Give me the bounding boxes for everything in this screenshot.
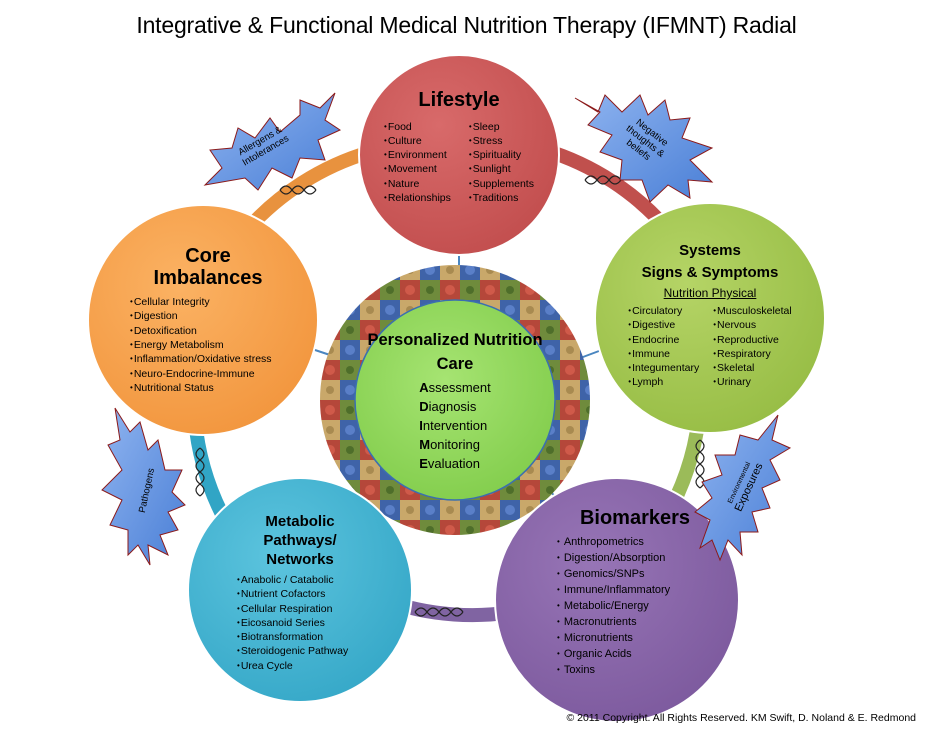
systems-section: Systems Signs & Symptoms Nutrition Physi… [610, 240, 810, 390]
list-item: Digestion/Absorption [557, 550, 725, 566]
systems-title-line1: Systems [679, 242, 741, 259]
list-item: Integumentary [628, 361, 699, 375]
list-item: Nervous [713, 318, 792, 332]
step-intervention: Intervention [419, 418, 488, 433]
lifestyle-list-col2: Sleep Stress Spirituality Sunlight Suppl… [469, 120, 534, 206]
list-item: Culture [384, 134, 451, 148]
list-item: Respiratory [713, 347, 792, 361]
metabolic-section: Metabolic Pathways/ Networks Anabolic / … [215, 512, 385, 673]
list-item: Environment [384, 148, 451, 162]
copyright-notice: © 2011 Copyright. All Rights Reserved. K… [566, 712, 916, 724]
list-item: Organic Acids [557, 646, 725, 662]
list-item: Circulatory [628, 304, 699, 318]
center-section: Personalized Nutrition Care Assessment D… [365, 328, 545, 473]
list-item: Anabolic / Catabolic [237, 573, 385, 587]
list-item: Traditions [469, 191, 534, 205]
list-item: Steroidogenic Pathway [237, 644, 385, 658]
list-item: Detoxification [130, 324, 308, 338]
list-item: Immune/Inflammatory [557, 582, 725, 598]
step-monitoring: Monitoring [419, 437, 480, 452]
metabolic-title-line2: Pathways/ [263, 532, 337, 549]
dna-icon [279, 185, 317, 195]
list-item: Urinary [713, 375, 792, 389]
list-item: Biotransformation [237, 630, 385, 644]
list-item: Reproductive [713, 333, 792, 347]
dna-icon [695, 439, 705, 489]
list-item: Metabolic/Energy [557, 598, 725, 614]
systems-title-line2: Signs & Symptoms [641, 264, 779, 281]
step-evaluation: Evaluation [419, 456, 480, 471]
systems-list-col1: Circulatory Digestive Endocrine Immune I… [628, 304, 699, 390]
list-item: Macronutrients [557, 614, 725, 630]
list-item: Food [384, 120, 451, 134]
dna-icon [414, 607, 464, 617]
burst-negative [574, 94, 714, 203]
list-item: Nutrient Cofactors [237, 587, 385, 601]
dna-icon [195, 447, 205, 497]
step-diagnosis: Diagnosis [419, 399, 477, 414]
list-item: Eicosanoid Series [237, 616, 385, 630]
list-item: Relationships [384, 191, 451, 205]
starbursts [101, 92, 792, 566]
burst-pathogens [101, 407, 186, 566]
list-item: Toxins [557, 662, 725, 678]
dna-glyphs [195, 175, 705, 617]
list-item: Genomics/SNPs [557, 566, 725, 582]
list-item: Sleep [469, 120, 534, 134]
biomarkers-section: Biomarkers Anthropometrics Digestion/Abs… [545, 507, 725, 678]
list-item: Movement [384, 162, 451, 176]
list-item: Skeletal [713, 361, 792, 375]
list-item: Urea Cycle [237, 659, 385, 673]
center-circle [354, 299, 556, 501]
list-item: Digestive [628, 318, 699, 332]
metabolic-title-line1: Metabolic [265, 513, 335, 530]
list-item: Immune [628, 347, 699, 361]
dna-icon [584, 175, 622, 185]
list-item: Inflammation/Oxidative stress [130, 352, 308, 366]
list-item: Cellular Integrity [130, 295, 308, 309]
list-item: Stress [469, 134, 534, 148]
center-title: Personalized Nutrition Care [367, 331, 543, 373]
lifestyle-section: Lifestyle Food Culture Environment Movem… [359, 89, 559, 206]
list-item: Musculoskeletal [713, 304, 792, 318]
core-title-line1: Core [185, 245, 231, 267]
burst-allergens [203, 92, 342, 191]
center-steps: Assessment Diagnosis Intervention Monito… [419, 378, 491, 473]
lifestyle-list-col1: Food Culture Environment Movement Nature… [384, 120, 451, 206]
list-item: Anthropometrics [557, 534, 725, 550]
systems-subtitle: Nutrition Physical [663, 286, 757, 300]
systems-list-col2: Musculoskeletal Nervous Reproductive Res… [713, 304, 792, 390]
list-item: Spirituality [469, 148, 534, 162]
list-item: Nature [384, 177, 451, 191]
list-item: Endocrine [628, 333, 699, 347]
step-assessment: Assessment [419, 380, 491, 395]
list-item: Cellular Respiration [237, 602, 385, 616]
list-item: Energy Metabolism [130, 338, 308, 352]
list-item: Digestion [130, 309, 308, 323]
biomarkers-list: Anthropometrics Digestion/Absorption Gen… [557, 534, 725, 678]
core-title-line2: Imbalances [153, 266, 263, 289]
list-item: Micronutrients [557, 630, 725, 646]
core-list: Cellular Integrity Digestion Detoxificat… [130, 295, 308, 395]
biomarkers-title: Biomarkers [579, 507, 691, 529]
lifestyle-title: Lifestyle [418, 89, 500, 111]
core-imbalances-section: Core Imbalances Cellular Integrity Diges… [108, 245, 308, 395]
list-item: Nutritional Status [130, 381, 308, 395]
list-item: Lymph [628, 375, 699, 389]
list-item: Supplements [469, 177, 534, 191]
list-item: Neuro-Endocrine-Immune [130, 367, 308, 381]
metabolic-title-line3: Networks [266, 551, 334, 568]
list-item: Sunlight [469, 162, 534, 176]
metabolic-list: Anabolic / Catabolic Nutrient Cofactors … [237, 573, 385, 673]
diagram-title: Integrative & Functional Medical Nutriti… [136, 12, 797, 38]
